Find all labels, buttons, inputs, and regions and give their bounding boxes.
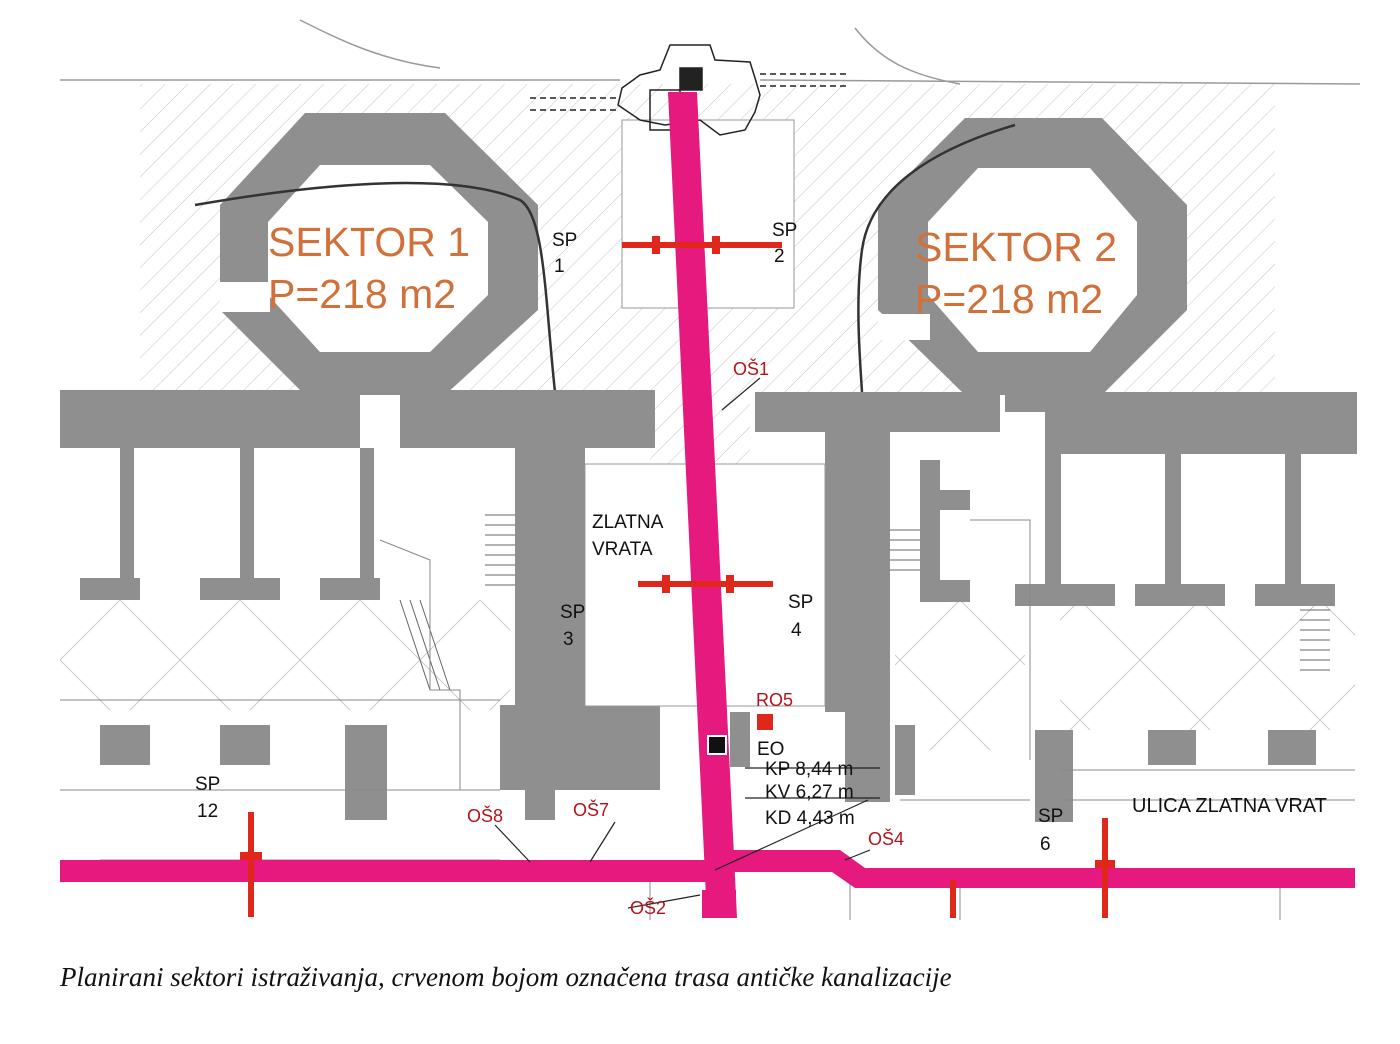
tower-arcs bbox=[194, 123, 1016, 393]
gate-label-line2: VRATA bbox=[592, 539, 653, 560]
sp-3-label: SP bbox=[560, 602, 585, 623]
sp-4-number: 4 bbox=[791, 620, 802, 641]
sector-2-title: SEKTOR 2 bbox=[915, 224, 1117, 270]
piers bbox=[80, 448, 1335, 606]
outer-boundary bbox=[60, 19, 1361, 85]
sp-6-number: 6 bbox=[1040, 834, 1051, 855]
manhole-os2: OŠ2 bbox=[630, 897, 666, 918]
eo-kd: KD 4,43 m bbox=[765, 808, 855, 829]
street-name: ULICA ZLATNA VRAT bbox=[1132, 795, 1327, 817]
eo-kp: KP 8,44 m bbox=[765, 759, 853, 780]
manhole-os7: OŠ7 bbox=[573, 799, 609, 820]
eo-marker bbox=[707, 735, 727, 755]
tower-2 bbox=[878, 118, 1187, 395]
manhole-os1: OŠ1 bbox=[733, 358, 769, 379]
sp-6-label: SP bbox=[1038, 806, 1063, 827]
sector-1-title: SEKTOR 1 bbox=[268, 219, 470, 265]
manhole-os8: OŠ8 bbox=[467, 805, 503, 826]
ancient-sewer-route bbox=[60, 92, 1355, 918]
eo-label: EO bbox=[757, 739, 784, 760]
manhole-os4: OŠ4 bbox=[868, 828, 904, 849]
sp-1-label: SP bbox=[552, 230, 577, 251]
main-wall bbox=[60, 390, 1357, 454]
sp-4-label: SP bbox=[788, 592, 813, 613]
lower-blocks bbox=[100, 712, 1316, 822]
staircases bbox=[399, 514, 1330, 691]
gate-structure bbox=[530, 44, 850, 136]
section-markers bbox=[240, 236, 1115, 918]
lower-rooms-pattern bbox=[60, 600, 1355, 750]
sp-3-number: 3 bbox=[563, 629, 574, 650]
sector-2-area: P=218 m2 bbox=[915, 276, 1103, 322]
gate-piers bbox=[500, 432, 915, 820]
tower-1 bbox=[220, 113, 538, 395]
eo-kv: KV 6,27 m bbox=[765, 782, 854, 803]
sp-2-number: 2 bbox=[774, 246, 785, 267]
ro5-label: RO5 bbox=[756, 690, 793, 710]
sp-2-label: SP bbox=[772, 220, 797, 241]
gate-label-line1: ZLATNA bbox=[592, 512, 664, 533]
sp-12-label: SP bbox=[195, 774, 220, 795]
site-plan: SEKTOR 1 P=218 m2 SEKTOR 2 P=218 m2 SP 1… bbox=[60, 19, 1361, 920]
sp-12-number: 12 bbox=[197, 801, 218, 822]
figure-caption: Planirani sektori istraživanja, crvenom … bbox=[60, 962, 952, 992]
leader-lines bbox=[494, 377, 880, 909]
sector-1-area: P=218 m2 bbox=[268, 271, 456, 317]
sp-1-number: 1 bbox=[554, 256, 565, 277]
